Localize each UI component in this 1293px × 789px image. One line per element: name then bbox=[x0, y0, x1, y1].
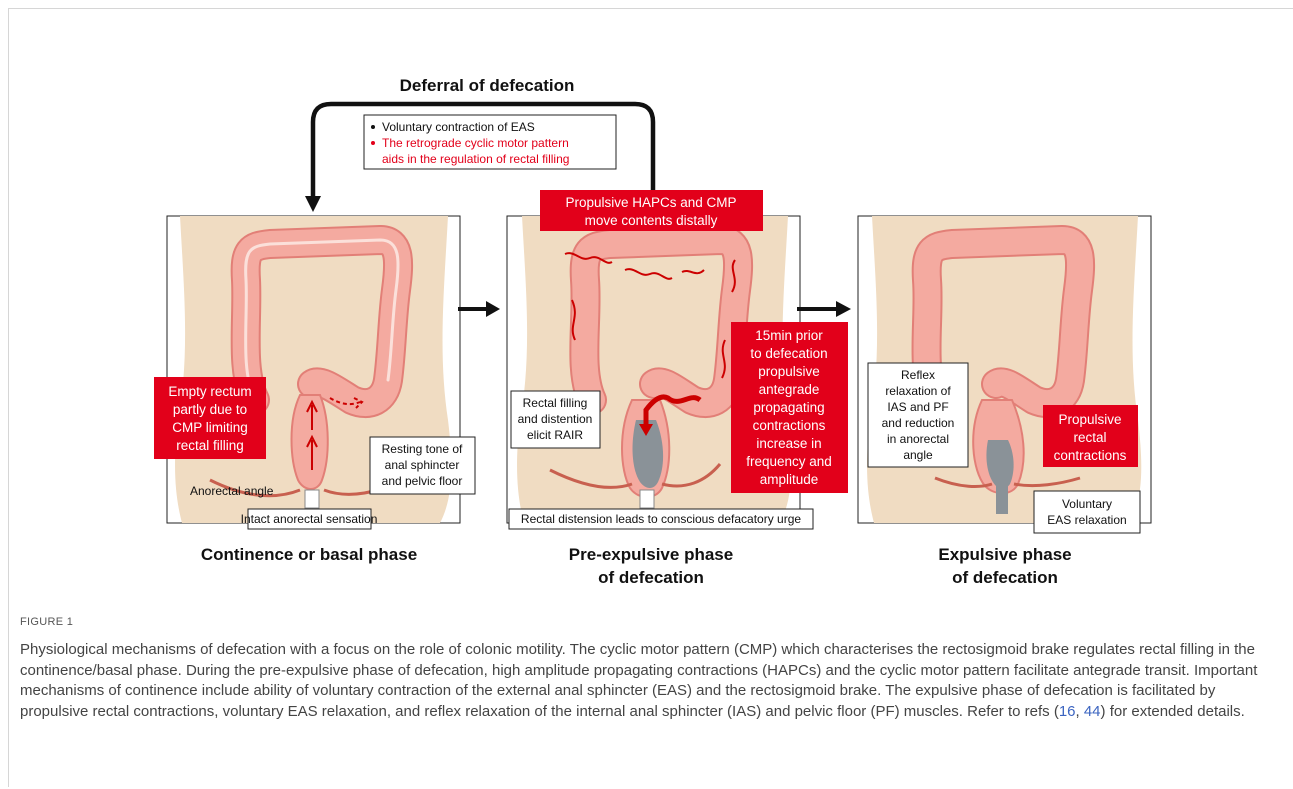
svg-text:antegrade: antegrade bbox=[759, 382, 820, 397]
svg-text:and distention: and distention bbox=[518, 412, 593, 426]
svg-text:contractions: contractions bbox=[1054, 448, 1127, 463]
svg-text:Empty rectum: Empty rectum bbox=[168, 384, 251, 399]
svg-text:relaxation of: relaxation of bbox=[885, 384, 951, 398]
svg-text:Propulsive HAPCs and CMP: Propulsive HAPCs and CMP bbox=[565, 195, 736, 210]
svg-text:Voluntary: Voluntary bbox=[1062, 497, 1112, 511]
p2-distension-box: Rectal distension leads to conscious def… bbox=[509, 509, 813, 529]
svg-text:rectal filling: rectal filling bbox=[176, 438, 244, 453]
deferral-title: Deferral of defecation bbox=[400, 76, 575, 95]
p1-phase-label: Continence or basal phase bbox=[201, 545, 417, 564]
p3-eas-relaxation-box: Voluntary EAS relaxation bbox=[1034, 491, 1140, 533]
svg-text:increase in: increase in bbox=[756, 436, 821, 451]
svg-text:Resting tone of: Resting tone of bbox=[382, 442, 463, 456]
svg-text:partly due to: partly due to bbox=[173, 402, 247, 417]
note-line-2b: aids in the regulation of rectal filling bbox=[382, 152, 569, 166]
p1-empty-rectum-box: Empty rectum partly due to CMP limiting … bbox=[154, 377, 266, 459]
figure-caption: Physiological mechanisms of defecation w… bbox=[20, 640, 1275, 722]
svg-text:Propulsive: Propulsive bbox=[1058, 412, 1121, 427]
svg-text:CMP limiting: CMP limiting bbox=[172, 420, 248, 435]
svg-text:elicit RAIR: elicit RAIR bbox=[527, 428, 583, 442]
svg-text:propagating: propagating bbox=[753, 400, 824, 415]
p3-phase-label-1: Expulsive phase bbox=[938, 545, 1071, 564]
ref-link-44[interactable]: 44 bbox=[1084, 703, 1101, 720]
deferral-arrowhead bbox=[305, 196, 321, 212]
arrow-panel1-to-panel2 bbox=[458, 301, 500, 317]
svg-text:Reflex: Reflex bbox=[901, 368, 935, 382]
p2-15min-prior-box: 15min prior to defecation propulsive ant… bbox=[731, 322, 848, 493]
svg-text:propulsive: propulsive bbox=[758, 364, 820, 379]
svg-text:rectal: rectal bbox=[1073, 430, 1106, 445]
note-line-1: Voluntary contraction of EAS bbox=[382, 120, 535, 134]
svg-text:Intact anorectal sensation: Intact anorectal sensation bbox=[241, 512, 378, 526]
p2-rectal-filling-box: Rectal filling and distention elicit RAI… bbox=[511, 391, 600, 448]
svg-text:anal sphincter: anal sphincter bbox=[385, 458, 460, 472]
defecation-diagram: Deferral of defecation Voluntary contrac… bbox=[0, 0, 1293, 600]
svg-text:EAS relaxation: EAS relaxation bbox=[1047, 513, 1126, 527]
svg-text:and reduction: and reduction bbox=[882, 416, 955, 430]
svg-text:to defecation: to defecation bbox=[750, 346, 827, 361]
svg-text:IAS and PF: IAS and PF bbox=[887, 400, 948, 414]
p3-propulsive-rectal-box: Propulsive rectal contractions bbox=[1043, 405, 1138, 467]
p2-phase-label-1: Pre-expulsive phase bbox=[569, 545, 733, 564]
deferral-note: Voluntary contraction of EAS The retrogr… bbox=[364, 115, 616, 169]
p1-resting-tone-box: Resting tone of anal sphincter and pelvi… bbox=[370, 437, 475, 494]
svg-text:move contents distally: move contents distally bbox=[585, 213, 718, 228]
p2-phase-label-2: of defecation bbox=[598, 568, 704, 587]
ref-link-16[interactable]: 16 bbox=[1059, 703, 1076, 720]
svg-text:contractions: contractions bbox=[753, 418, 826, 433]
p2-propulsive-hapcs-box: Propulsive HAPCs and CMP move contents d… bbox=[540, 190, 763, 231]
svg-text:Rectal distension leads to con: Rectal distension leads to conscious def… bbox=[521, 512, 801, 526]
svg-text:angle: angle bbox=[903, 448, 933, 462]
svg-text:frequency and: frequency and bbox=[746, 454, 832, 469]
p1-sensation-box: Intact anorectal sensation bbox=[241, 509, 378, 529]
p1-anorectal-angle: Anorectal angle bbox=[190, 484, 274, 498]
svg-text:Rectal filling: Rectal filling bbox=[523, 396, 588, 410]
caption-text-end: ) for extended details. bbox=[1101, 703, 1245, 720]
svg-text:and pelvic floor: and pelvic floor bbox=[382, 474, 463, 488]
svg-text:amplitude: amplitude bbox=[760, 472, 819, 487]
p3-reflex-relaxation-box: Reflex relaxation of IAS and PF and redu… bbox=[868, 363, 968, 467]
svg-text:15min prior: 15min prior bbox=[755, 328, 823, 343]
p3-phase-label-2: of defecation bbox=[952, 568, 1058, 587]
arrow-panel2-to-panel3 bbox=[797, 301, 851, 317]
svg-text:in anorectal: in anorectal bbox=[887, 432, 949, 446]
caption-ref-separator: , bbox=[1076, 703, 1084, 720]
note-line-2a: The retrograde cyclic motor pattern bbox=[382, 136, 569, 150]
figure-label: FIGURE 1 bbox=[20, 616, 73, 628]
